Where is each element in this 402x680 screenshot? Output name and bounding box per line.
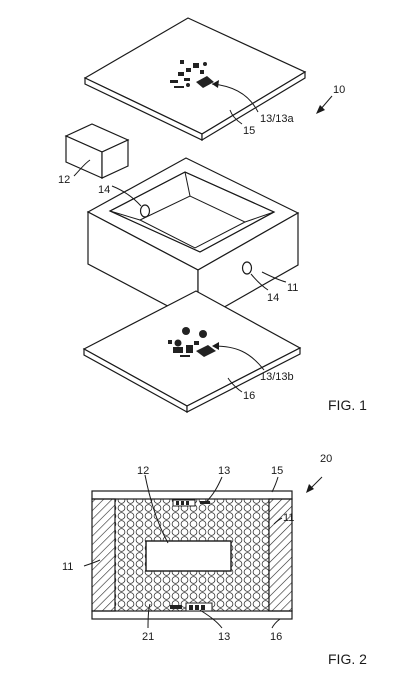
top-electronic-components — [170, 60, 214, 88]
bottom-board-16 — [91, 610, 293, 620]
fig2-cross-section: 20 12 13 15 11 11 21 13 16 FIG. 2 — [62, 453, 367, 667]
hole-14-left — [139, 204, 151, 218]
fig1-exploded-view: 10 13/13a 15 12 14 11 14 13/13b 16 FIG. … — [58, 17, 367, 414]
hole-14-right — [241, 261, 253, 275]
fig1-leader-lines — [73, 80, 333, 393]
ref-11-label: 11 — [287, 282, 298, 294]
block-12 — [64, 123, 130, 179]
top-circuit-board — [83, 17, 307, 142]
ref-16-label: 16 — [243, 390, 255, 402]
ref-14-left-label: 14 — [98, 184, 110, 196]
top-components-13 — [172, 499, 210, 507]
bottom-components-13 — [170, 602, 213, 612]
ref-20-label: 20 — [320, 453, 332, 465]
ref-11-right-label: 11 — [283, 512, 294, 524]
ref-13-13a-label: 13/13a — [260, 113, 295, 125]
ref-12-fig2-label: 12 — [137, 465, 149, 477]
ref-15-fig2-label: 15 — [271, 465, 283, 477]
top-board-15 — [91, 490, 293, 500]
ref-16-fig2-label: 16 — [270, 631, 282, 643]
ref-13-top-label: 13 — [218, 465, 230, 477]
ref-12-label: 12 — [58, 174, 70, 186]
fig2-leader-lines — [83, 474, 323, 629]
ref-13-13b-label: 13/13b — [260, 371, 294, 383]
fig2-label: FIG. 2 — [328, 651, 367, 667]
ref-14-right-label: 14 — [267, 292, 279, 304]
ref-10-label: 10 — [333, 84, 345, 96]
left-wall-11 — [91, 498, 116, 612]
ref-13-bottom-label: 13 — [218, 631, 230, 643]
fig1-label: FIG. 1 — [328, 397, 367, 413]
housing-11 — [86, 157, 300, 324]
ref-15-label: 15 — [243, 125, 255, 137]
ref-11-left-label: 11 — [62, 561, 73, 573]
ref-21-label: 21 — [142, 631, 154, 643]
block-12-section — [145, 540, 232, 572]
bottom-electronic-components — [168, 327, 216, 357]
